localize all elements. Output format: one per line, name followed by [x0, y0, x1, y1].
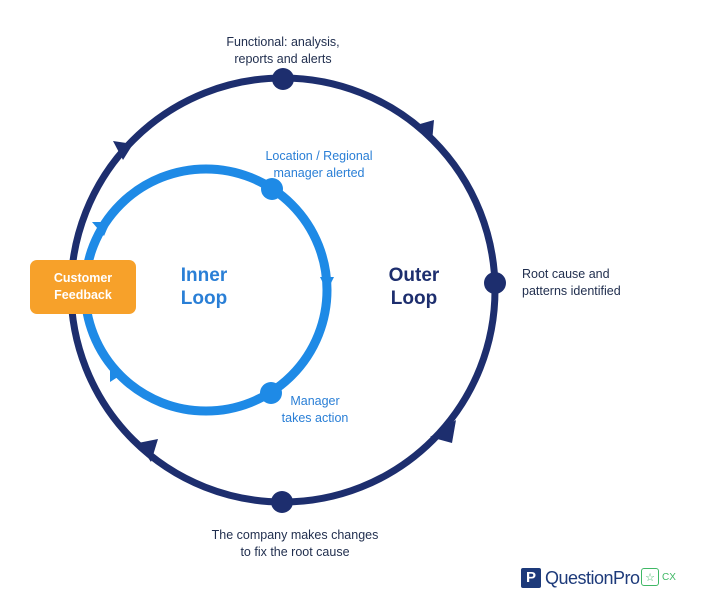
questionpro-logo: QuestionPro: [521, 566, 640, 590]
inner-node-manager-alerted: [261, 178, 283, 200]
outer-node-root-cause: [484, 272, 506, 294]
star-icon: ☆: [641, 568, 659, 586]
outer-step-root-cause-label: Root cause and patterns identified: [522, 267, 621, 298]
outer-loop-title: Outer Loop: [388, 265, 440, 309]
inner-step-manager-action-label: Manager takes action: [281, 394, 349, 425]
inner-arrow-icon: [320, 277, 334, 291]
outer-step-company-changes-label: The company makes changes to fix the roo…: [211, 528, 379, 559]
inner-arrow-icon: [110, 366, 124, 382]
customer-feedback-box: Customer Feedback: [30, 260, 136, 314]
outer-arrow-icon: [113, 141, 133, 160]
cx-label: CX: [662, 571, 676, 583]
inner-step-manager-alerted-label: Location / Regional manager alerted: [265, 149, 373, 180]
inner-node-manager-action: [260, 382, 282, 404]
inner-loop-title: Inner Loop: [180, 265, 228, 309]
inner-arrow-icon: [92, 222, 110, 236]
brand-name: QuestionPro: [545, 567, 640, 588]
questionpro-p-icon: [521, 568, 541, 588]
outer-arrow-icon: [138, 439, 158, 462]
outer-node-company-changes: [271, 491, 293, 513]
outer-step-functional-label: Functional: analysis, reports and alerts: [226, 35, 340, 66]
outer-arrow-icon: [413, 120, 434, 142]
cx-badge: ☆ CX: [641, 568, 676, 586]
outer-arrow-icon: [430, 420, 456, 443]
outer-node-functional: [272, 68, 294, 90]
